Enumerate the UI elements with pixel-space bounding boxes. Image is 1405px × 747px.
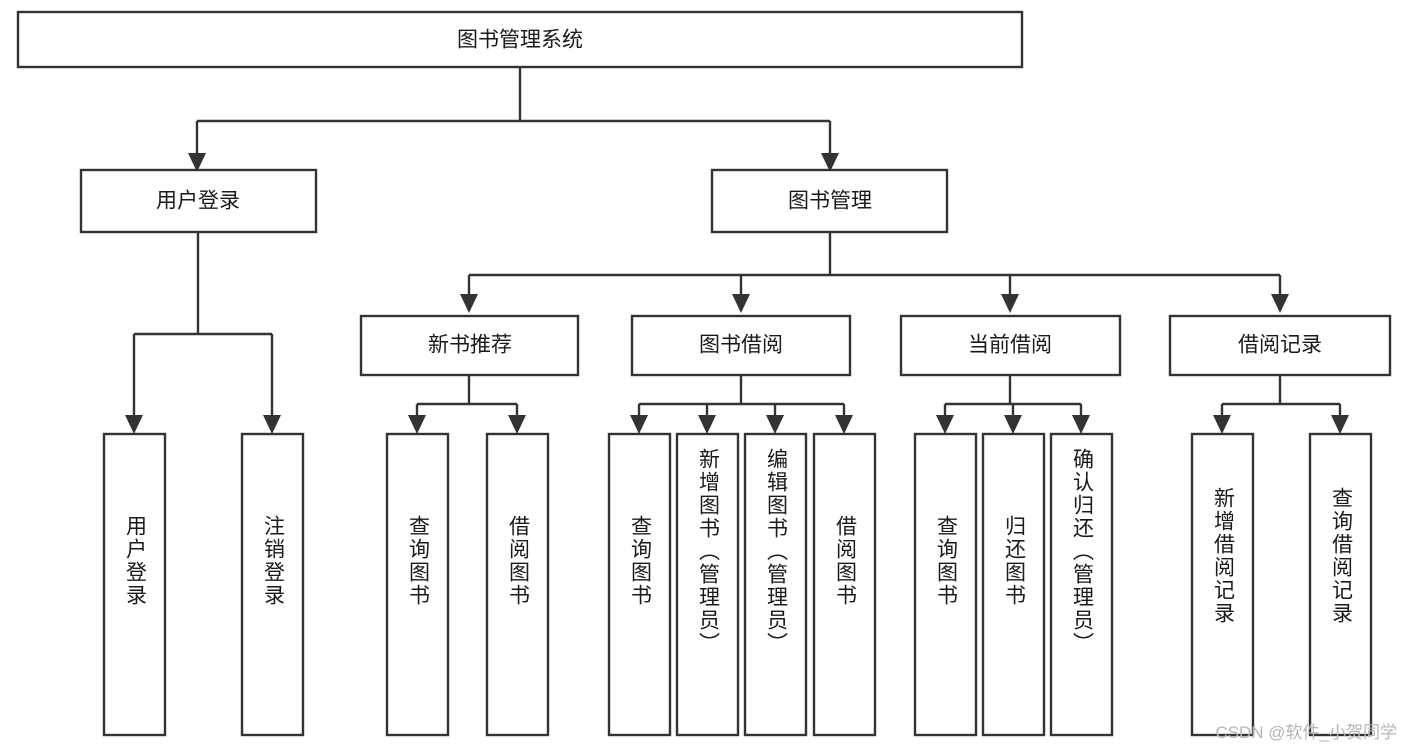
node-book-manage-label: 图书管理 (788, 190, 872, 213)
arrow-to-leaf-return-book (1004, 415, 1022, 434)
node-root-box[interactable] (16, 10, 1024, 69)
node-leaf-logout[interactable]: 注销登录 (240, 432, 305, 737)
node-leaf-edit-book-box[interactable] (743, 432, 808, 737)
node-user-login-box[interactable] (79, 168, 318, 234)
connector-book-borrow-bus (637, 375, 846, 418)
arrow-to-leaf-confirm-return (1072, 415, 1090, 434)
node-leaf-return-book[interactable]: 归还图书 (981, 432, 1046, 737)
arrow-to-book-manage (821, 153, 839, 172)
node-leaf-edit-book[interactable]: 编辑图书（管理员） (743, 432, 808, 737)
node-leaf-user-login-box[interactable] (102, 432, 167, 737)
node-leaf-add-record[interactable]: 新增借阅记录 (1190, 432, 1255, 737)
node-book-borrow-label: 图书借阅 (699, 334, 783, 357)
node-leaf-borrow-book-1-label: 借阅图书 (506, 515, 530, 607)
node-new-book-rec-label: 新书推荐 (428, 334, 512, 357)
node-leaf-borrow-book-2-label: 借阅图书 (833, 515, 857, 607)
node-leaf-add-record-label: 新增借阅记录 (1211, 487, 1235, 625)
node-book-borrow-box[interactable] (630, 314, 852, 377)
node-leaf-confirm-return-box[interactable] (1049, 432, 1114, 737)
node-leaf-confirm-return[interactable]: 确认归还（管理员） (1049, 432, 1114, 737)
connector-layer (125, 67, 1349, 434)
node-root-label: 图书管理系统 (457, 29, 583, 52)
arrow-to-leaf-add-record (1213, 415, 1231, 434)
node-leaf-add-book-box[interactable] (675, 432, 740, 737)
node-book-manage-box[interactable] (710, 168, 949, 234)
arrow-to-current-borrow (1001, 294, 1019, 313)
node-leaf-query-book-3[interactable]: 查询图书 (913, 432, 978, 737)
node-current-borrow-box[interactable] (899, 314, 1122, 377)
arrow-to-leaf-query-book-1 (408, 415, 426, 434)
node-leaf-add-book[interactable]: 新增图书（管理员） (675, 432, 740, 737)
arrow-to-leaf-borrow-book-2 (835, 415, 853, 434)
arrow-to-leaf-query-record (1331, 415, 1349, 434)
node-leaf-query-book-2-label: 查询图书 (628, 515, 652, 607)
node-leaf-add-book-label: 新增图书（管理员） (696, 448, 720, 655)
node-borrow-record-label: 借阅记录 (1238, 334, 1322, 357)
node-borrow-record-box[interactable] (1168, 314, 1392, 377)
arrow-to-book-borrow (732, 294, 750, 313)
connector-current-borrow-bus (943, 375, 1083, 418)
arrow-to-user-login (188, 153, 206, 172)
node-borrow-record[interactable]: 借阅记录 (1168, 314, 1392, 377)
node-leaf-borrow-book-2[interactable]: 借阅图书 (812, 432, 877, 737)
connector-borrow-record-bus (1220, 375, 1342, 418)
node-current-borrow-label: 当前借阅 (968, 334, 1052, 357)
node-book-manage[interactable]: 图书管理 (710, 168, 949, 234)
node-leaf-query-book-2-box[interactable] (607, 432, 672, 737)
node-leaf-return-book-label: 归还图书 (1002, 515, 1026, 607)
node-leaf-query-record[interactable]: 查询借阅记录 (1308, 432, 1373, 737)
node-user-login[interactable]: 用户登录 (79, 168, 318, 234)
node-leaf-logout-label: 注销登录 (261, 515, 285, 607)
arrow-to-leaf-query-book-3 (936, 415, 954, 434)
node-leaf-return-book-box[interactable] (981, 432, 1046, 737)
node-leaf-borrow-book-1[interactable]: 借阅图书 (485, 432, 550, 737)
connector-root-bus (195, 67, 832, 156)
node-leaf-user-login-label: 用户登录 (123, 515, 147, 607)
connector-book-manage-bus (467, 232, 1282, 297)
csdn-watermark: CSDN @软件_小贺同学 (1215, 723, 1397, 742)
node-leaf-query-book-3-box[interactable] (913, 432, 978, 737)
node-root[interactable]: 图书管理系统 (16, 10, 1024, 69)
node-leaf-query-book-2[interactable]: 查询图书 (607, 432, 672, 737)
arrow-to-new-book-rec (460, 294, 478, 313)
node-leaf-user-login[interactable]: 用户登录 (102, 432, 167, 737)
arrow-to-leaf-query-book-2 (630, 415, 648, 434)
node-leaf-edit-book-label: 编辑图书（管理员） (764, 448, 788, 655)
node-new-book-rec[interactable]: 新书推荐 (359, 314, 580, 377)
node-leaf-query-record-label: 查询借阅记录 (1329, 487, 1353, 625)
arrow-to-leaf-add-book (698, 415, 716, 434)
arrow-to-leaf-edit-book (766, 415, 784, 434)
node-leaf-query-book-3-label: 查询图书 (934, 515, 958, 607)
node-leaf-logout-box[interactable] (240, 432, 305, 737)
node-book-borrow[interactable]: 图书借阅 (630, 314, 852, 377)
node-leaf-query-book-1[interactable]: 查询图书 (385, 432, 450, 737)
node-leaf-query-book-1-label: 查询图书 (406, 515, 430, 607)
node-user-login-label: 用户登录 (156, 190, 240, 213)
node-current-borrow[interactable]: 当前借阅 (899, 314, 1122, 377)
connector-new-book-rec-bus (415, 375, 519, 418)
node-new-book-rec-box[interactable] (359, 314, 580, 377)
arrow-to-borrow-record (1271, 294, 1289, 313)
arrow-to-leaf-user-login (125, 415, 143, 434)
node-leaf-query-record-box[interactable] (1308, 432, 1373, 737)
node-leaf-confirm-return-label: 确认归还（管理员） (1070, 448, 1094, 655)
node-leaf-borrow-book-1-box[interactable] (485, 432, 550, 737)
node-leaf-borrow-book-2-box[interactable] (812, 432, 877, 737)
connector-user-login-bus (132, 232, 274, 418)
node-leaf-query-book-1-box[interactable] (385, 432, 450, 737)
arrow-to-leaf-borrow-book-1 (508, 415, 526, 434)
node-leaf-add-record-box[interactable] (1190, 432, 1255, 737)
arrow-to-leaf-logout (263, 415, 281, 434)
